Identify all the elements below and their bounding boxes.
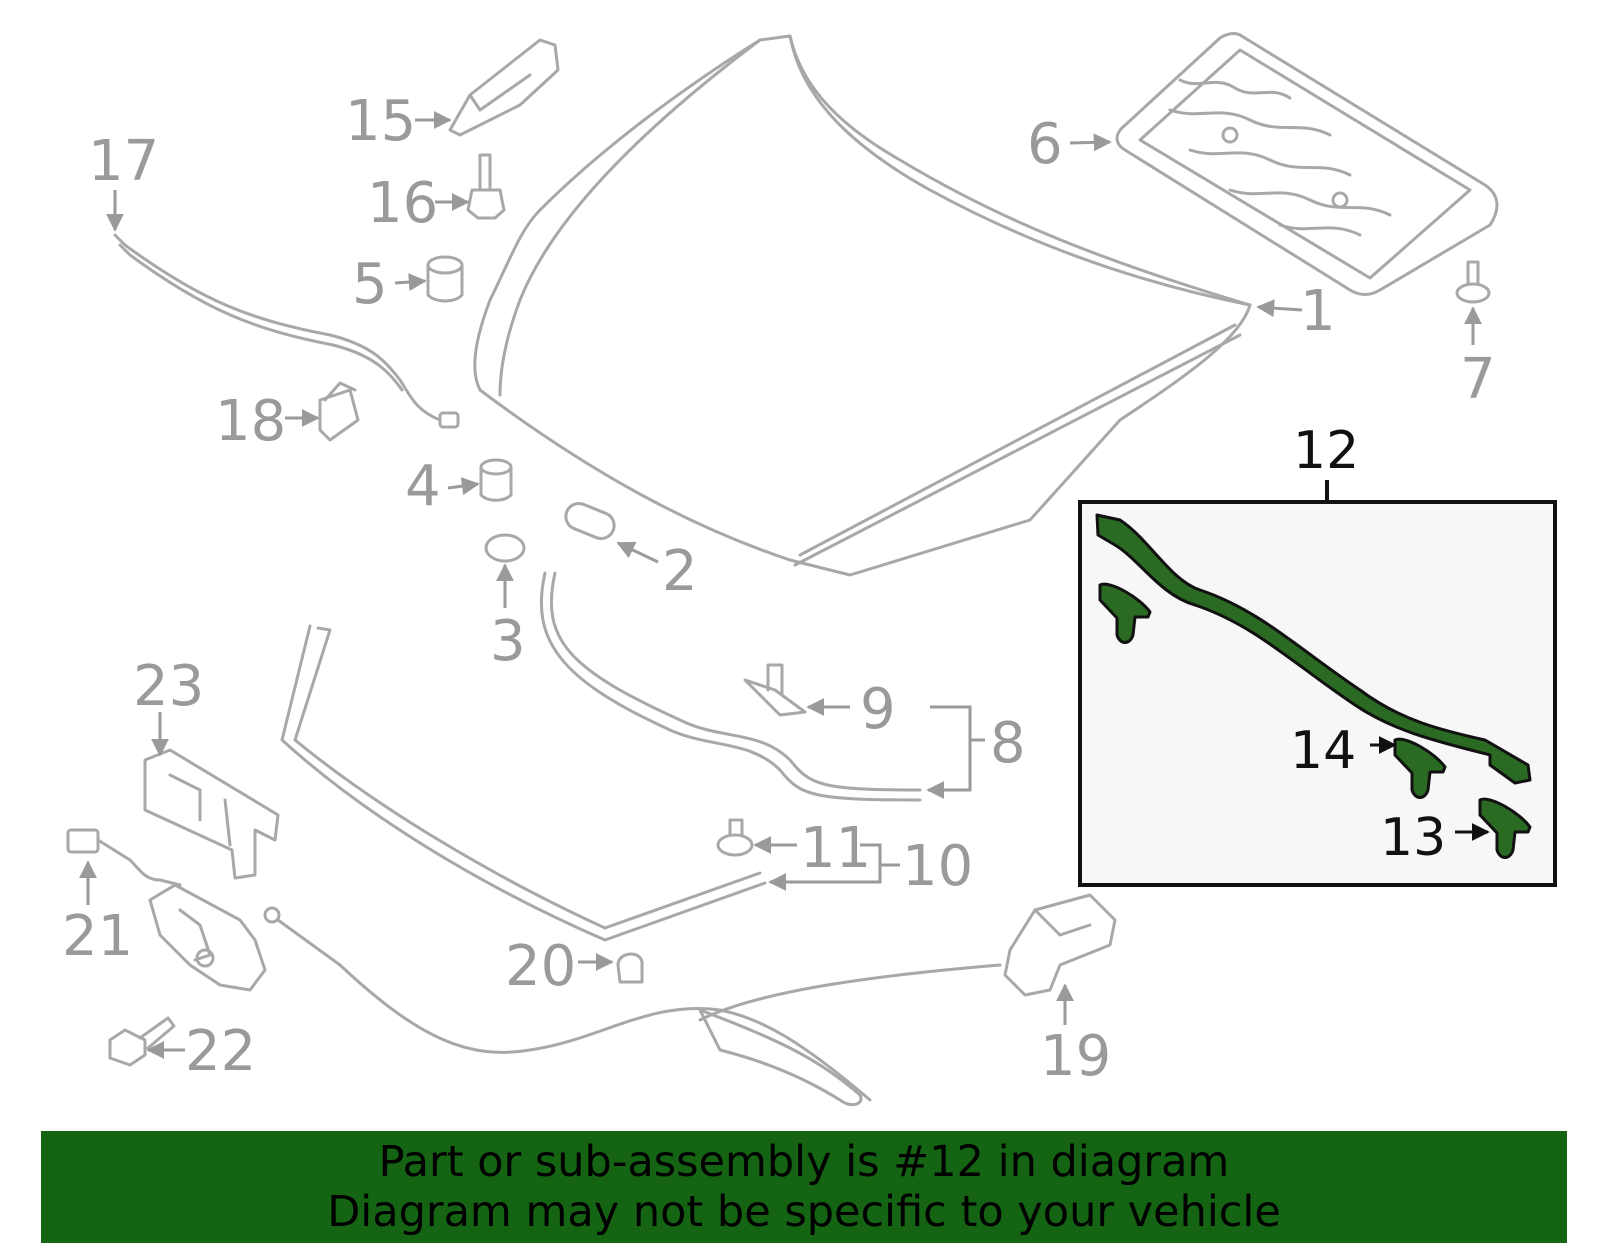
- footer-banner: Part or sub-assembly is #12 in diagram D…: [41, 1131, 1567, 1243]
- bolt-part-16: [466, 153, 506, 220]
- footer-line-1: Part or sub-assembly is #12 in diagram: [378, 1137, 1230, 1187]
- connector-part-21: [66, 828, 182, 887]
- callout-5: 5: [352, 252, 388, 317]
- callout-22: 22: [185, 1019, 256, 1084]
- cable-part-17: [113, 233, 460, 429]
- bolt-part-22: [108, 1016, 176, 1067]
- latch-assembly: [148, 883, 267, 992]
- release-cable-part-19: [263, 906, 1002, 1107]
- callout-21: 21: [62, 904, 133, 969]
- leader-lines: [79, 111, 1490, 1059]
- callout-16: 16: [367, 171, 438, 236]
- callout-1: 1: [1300, 279, 1336, 344]
- callout-8: 8: [990, 711, 1026, 776]
- bumper-part-5: [426, 255, 464, 303]
- footer-line-2: Diagram may not be specific to your vehi…: [327, 1187, 1281, 1237]
- hood-part-1: [473, 34, 1252, 577]
- callout-20: 20: [505, 934, 576, 999]
- clip-part-7: [1455, 260, 1491, 304]
- callout-11: 11: [800, 816, 871, 881]
- callout-7: 7: [1460, 347, 1496, 412]
- hinge-part-15: [448, 38, 560, 137]
- release-handle-part-19: [1003, 893, 1117, 997]
- pad-part-2: [564, 502, 616, 540]
- bracket-part-23: [143, 748, 280, 880]
- clip-inset-left: [1098, 582, 1152, 644]
- callout-12: 12: [1293, 421, 1359, 481]
- callout-4: 4: [405, 454, 441, 519]
- clip-part-9: [743, 663, 807, 717]
- callout-3: 3: [490, 609, 526, 674]
- weatherstrip-part-10: [280, 624, 767, 942]
- callout-6: 6: [1027, 112, 1063, 177]
- hood-seal-part-12: [1095, 513, 1532, 785]
- bumper-part-4: [479, 458, 513, 502]
- callout-19: 19: [1040, 1024, 1111, 1089]
- callout-18: 18: [215, 389, 286, 454]
- clip-part-11: [716, 818, 754, 857]
- callout-10: 10: [902, 834, 973, 899]
- callout-23: 23: [133, 654, 204, 719]
- ring-part-3: [484, 533, 526, 563]
- hood-insulator-part-6: [1115, 32, 1499, 296]
- callout-9: 9: [860, 677, 896, 742]
- callout-2: 2: [662, 539, 698, 604]
- clip-part-18: [318, 381, 360, 442]
- inset-box-part-12: [1078, 480, 1557, 887]
- callout-17: 17: [88, 129, 159, 194]
- clip-part-20: [616, 952, 644, 984]
- clip-part-13: [1478, 797, 1532, 859]
- clip-part-14: [1393, 737, 1447, 799]
- callout-14: 14: [1290, 721, 1356, 781]
- callout-15: 15: [345, 89, 416, 154]
- callout-13: 13: [1380, 808, 1446, 868]
- seal-part-8: [540, 571, 922, 802]
